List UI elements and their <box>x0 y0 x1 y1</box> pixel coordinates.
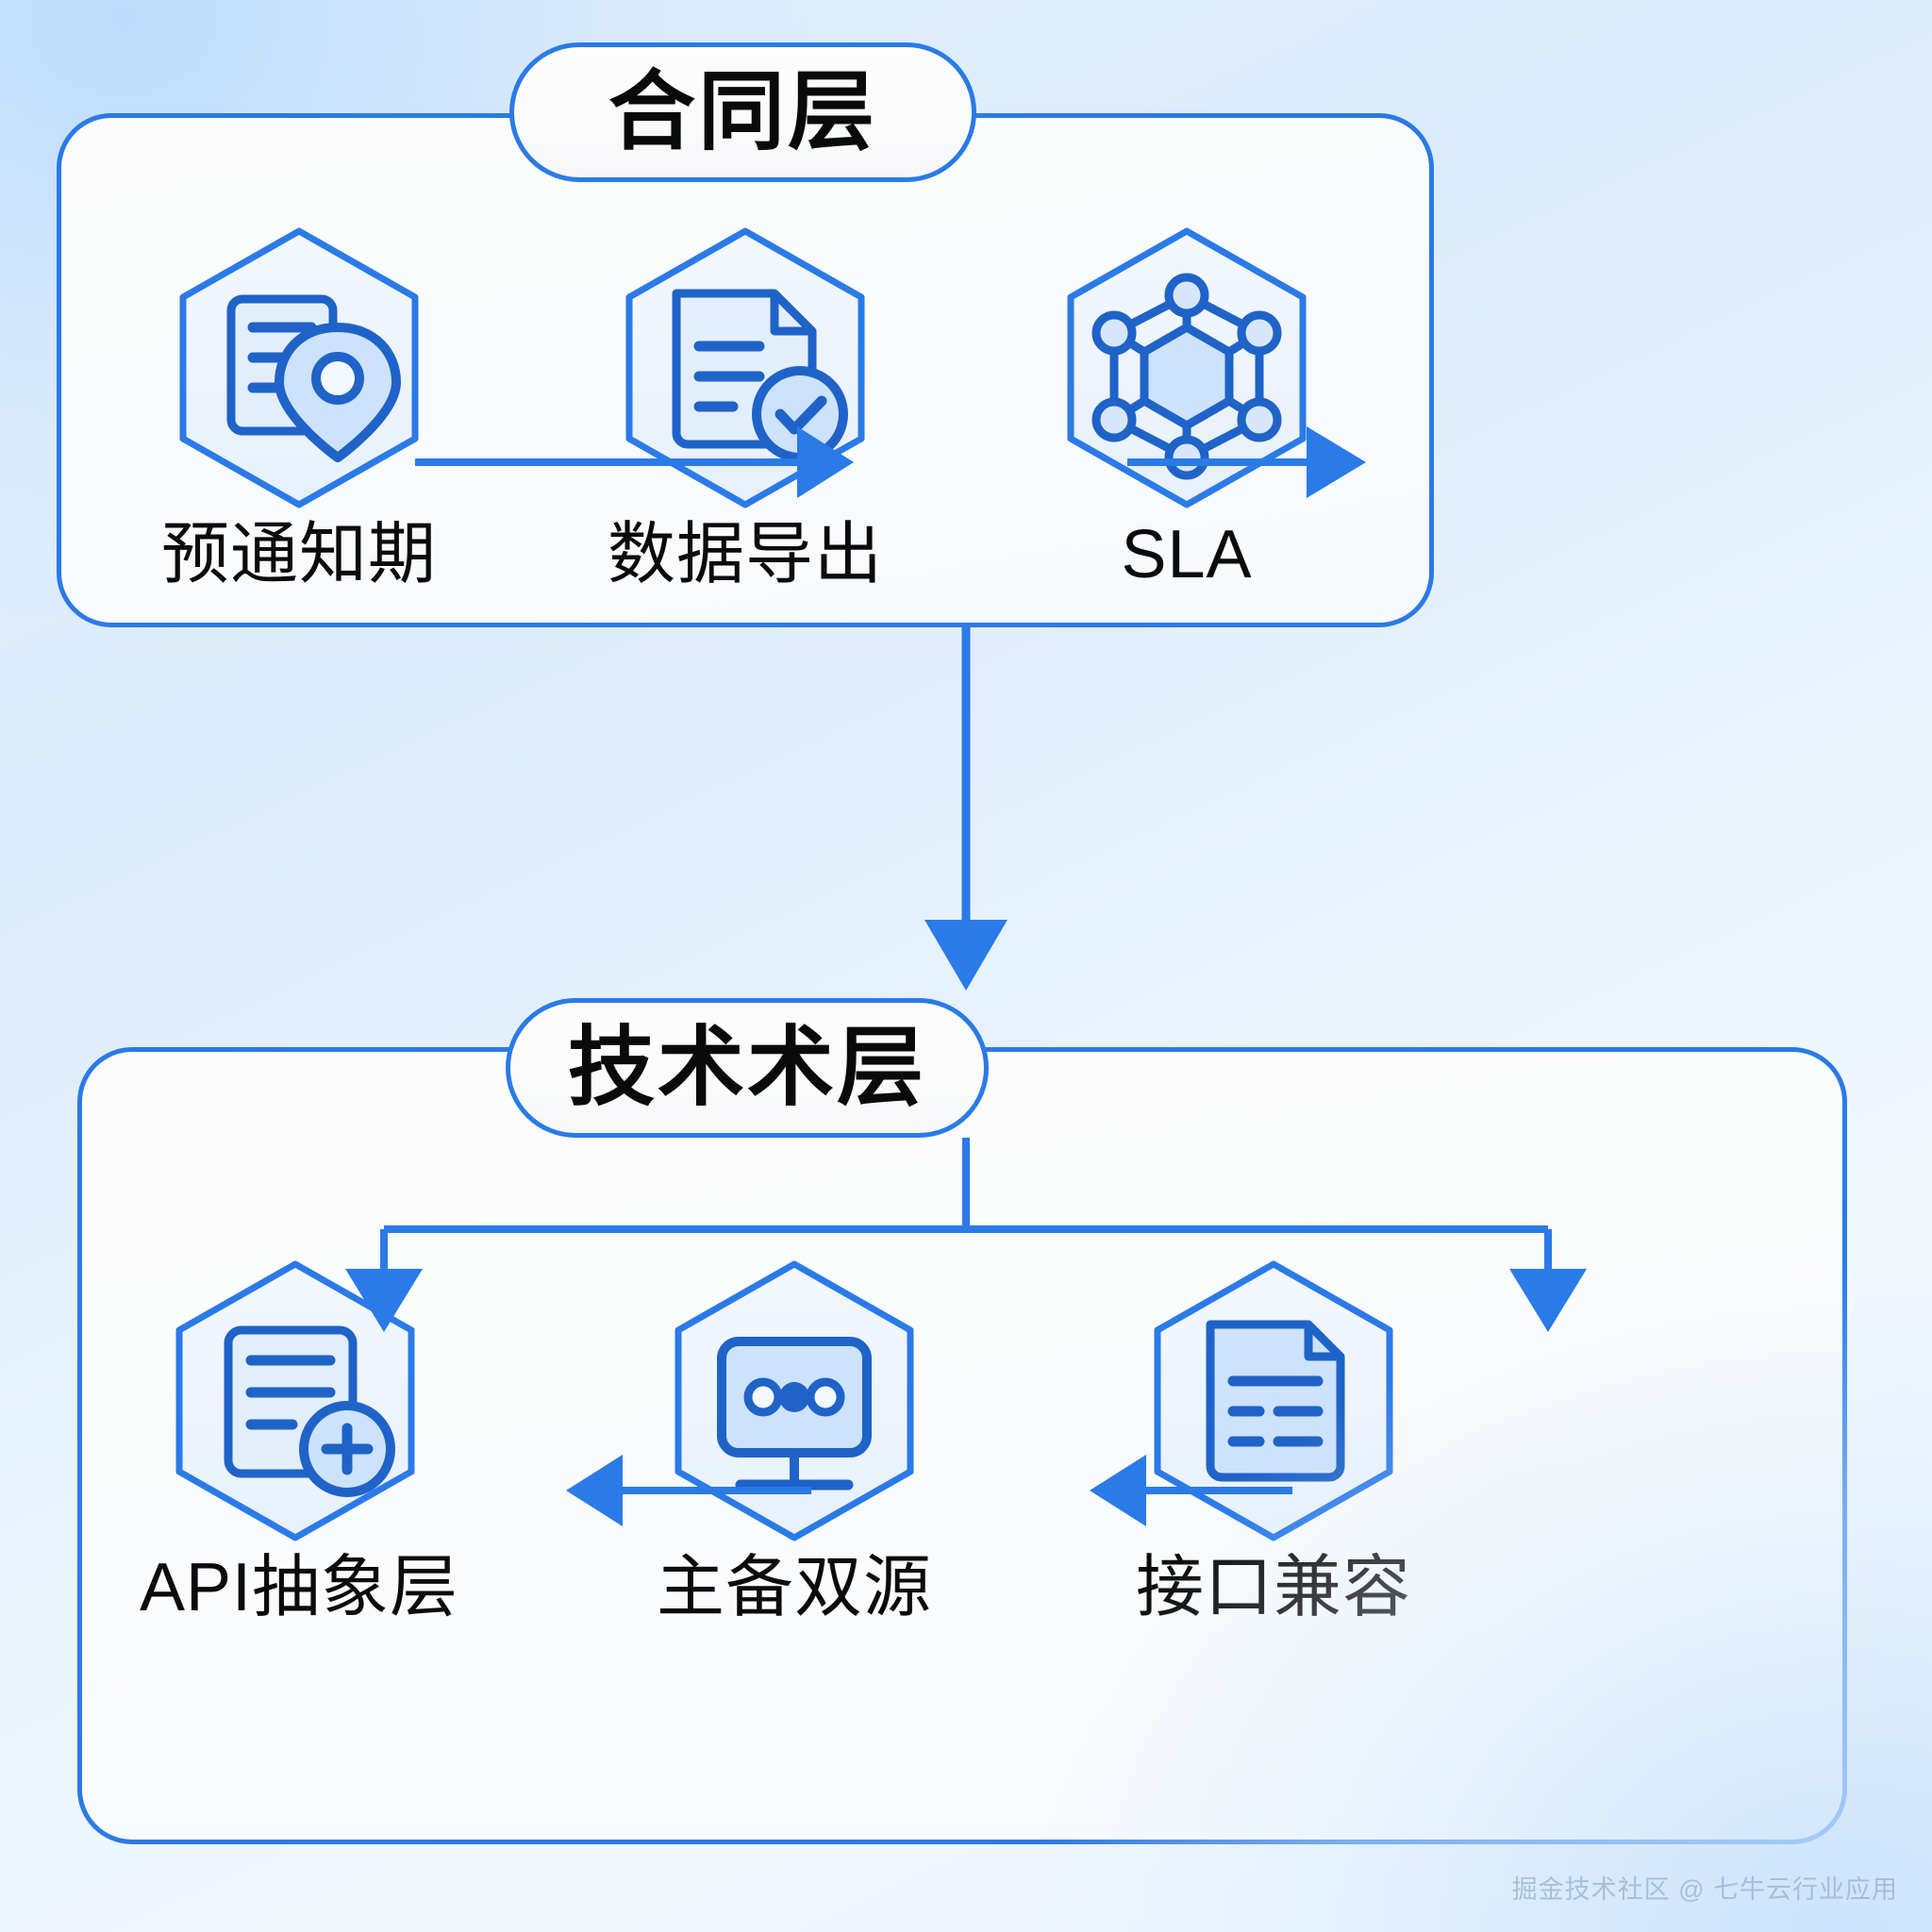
node-export[interactable]: 数据导出 <box>590 222 901 591</box>
node-dual[interactable]: 主备双源 <box>639 1255 950 1624</box>
node-label-compat: 接口兼容 <box>1135 1550 1411 1625</box>
arrow-contract-to-tech <box>924 627 1008 991</box>
monitor-server-icon <box>675 1260 914 1541</box>
hexagon-api <box>158 1255 432 1547</box>
hexagon-notice <box>162 222 436 514</box>
network-graph-icon <box>1067 227 1307 508</box>
node-label-export: 数据导出 <box>607 517 883 592</box>
document-plus-icon <box>175 1260 415 1541</box>
node-label-notice: 预通知期 <box>160 517 437 592</box>
layer-title-tech: 技术术层 <box>567 1020 926 1116</box>
node-label-sla: SLA <box>1121 517 1253 592</box>
node-label-api: API抽象层 <box>140 1550 459 1625</box>
document-check-icon <box>625 227 865 508</box>
layer-title-badge-contract: 合同层 <box>509 42 976 182</box>
document-table-icon <box>1154 1260 1393 1541</box>
hexagon-sla <box>1050 222 1324 514</box>
layer-title-contract: 合同层 <box>608 64 877 160</box>
node-sla[interactable]: SLA <box>1031 222 1342 591</box>
hexagon-compat <box>1137 1255 1410 1547</box>
hexagon-dual <box>658 1255 931 1547</box>
hexagon-export <box>608 222 882 514</box>
watermark: 掘金技术社区 @ 七牛云行业应用 <box>1511 1875 1898 1904</box>
node-notice[interactable]: 预通知期 <box>143 222 455 591</box>
document-location-pin-icon <box>179 227 419 508</box>
layer-title-badge-tech: 技术术层 <box>506 998 989 1138</box>
node-compat[interactable]: 接口兼容 <box>1118 1255 1429 1624</box>
node-label-dual: 主备双源 <box>656 1550 932 1625</box>
node-api[interactable]: API抽象层 <box>140 1255 459 1625</box>
